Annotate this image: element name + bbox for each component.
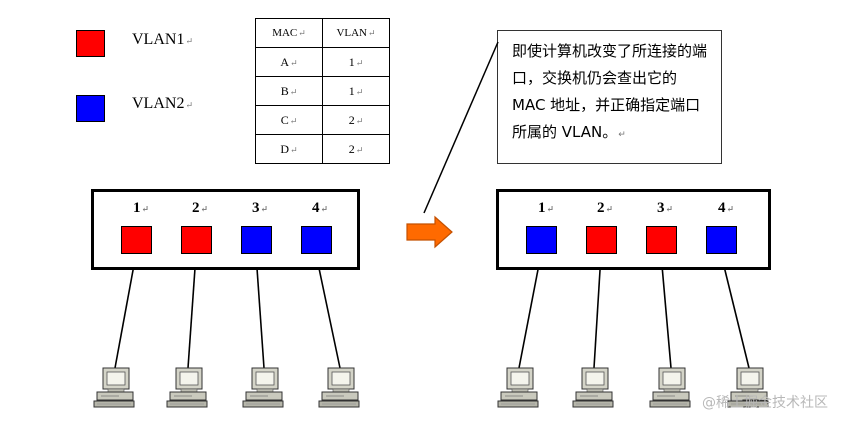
switch-port <box>526 226 557 254</box>
watermark: @稀土掘金技术社区 <box>702 395 828 411</box>
table-cell-vlan: 1↵ <box>322 47 390 77</box>
port-number-label: 1↵ <box>133 200 150 216</box>
port-number-label: 3↵ <box>252 200 269 216</box>
switch-port <box>121 226 152 254</box>
desktop-computer-icon <box>727 366 771 410</box>
table-cell-vlan: 2↵ <box>322 134 390 164</box>
port-number-label: 2↵ <box>192 200 209 216</box>
switch-port <box>586 226 617 254</box>
switch-port <box>241 226 272 254</box>
port-number-label: 4↵ <box>718 200 735 216</box>
table-row: B↵ 1↵ <box>255 76 390 106</box>
switch-port <box>646 226 677 254</box>
callout-pointer-line <box>423 41 499 214</box>
table-header-vlan: VLAN↵ <box>322 18 390 48</box>
legend-label-vlan2: VLAN2↵ <box>132 95 193 112</box>
desktop-computer-icon <box>572 366 616 410</box>
network-cable <box>114 253 137 369</box>
arrow-right-icon <box>406 215 453 249</box>
desktop-computer-icon <box>93 366 137 410</box>
switch-port <box>301 226 332 254</box>
legend-label-vlan1: VLAN1↵ <box>132 31 193 48</box>
port-number-label: 2↵ <box>597 200 614 216</box>
network-cable <box>720 253 750 369</box>
network-cable <box>255 253 265 369</box>
table-cell-mac: B↵ <box>255 76 323 106</box>
desktop-computer-icon <box>497 366 541 410</box>
callout-note: 即使计算机改变了所连接的端口，交换机仍会查出它的 MAC 地址，并正确指定端口所… <box>497 30 722 164</box>
table-row: D↵ 2↵ <box>255 134 390 164</box>
mac-vlan-table: MAC↵ VLAN↵ A↵ 1↵ B↵ 1↵ C↵ 2↵ D↵ 2↵ <box>255 18 390 164</box>
port-number-label: 4↵ <box>312 200 329 216</box>
legend-swatch-vlan1 <box>76 30 105 57</box>
switch-port <box>706 226 737 254</box>
desktop-computer-icon <box>649 366 693 410</box>
desktop-computer-icon <box>166 366 210 410</box>
desktop-computer-icon <box>242 366 286 410</box>
table-cell-mac: D↵ <box>255 134 323 164</box>
network-cable <box>518 253 542 369</box>
table-row: C↵ 2↵ <box>255 105 390 135</box>
port-number-label: 3↵ <box>657 200 674 216</box>
desktop-computer-icon <box>318 366 362 410</box>
port-number-label: 1↵ <box>538 200 555 216</box>
network-cable <box>593 253 602 369</box>
network-cable <box>660 253 672 369</box>
table-cell-vlan: 2↵ <box>322 105 390 135</box>
switch-port <box>181 226 212 254</box>
network-cable <box>315 253 341 369</box>
legend-swatch-vlan2 <box>76 95 105 122</box>
network-cable <box>187 253 197 369</box>
